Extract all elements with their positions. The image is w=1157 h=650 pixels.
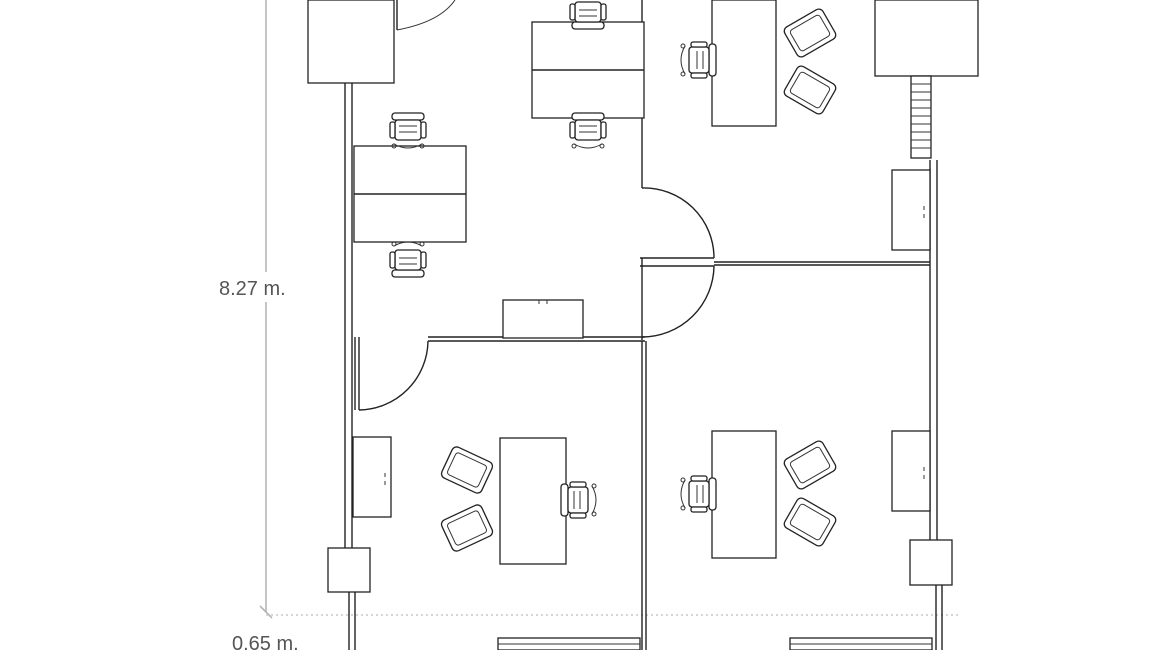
storage-cabinet [307,0,395,84]
office-bottom-left [352,436,597,565]
offset-dimension-label: 0.65 m. [232,633,299,650]
dimension-height [259,0,960,619]
height-dimension-label: 8.27 m. [219,278,286,300]
walls [327,0,953,650]
workstation-top-center [531,0,645,149]
office-top-right [680,0,979,251]
office-bottom-right [680,430,931,559]
corridor-cabinet [502,299,584,339]
workstation-left [353,112,467,278]
doors [354,0,715,411]
